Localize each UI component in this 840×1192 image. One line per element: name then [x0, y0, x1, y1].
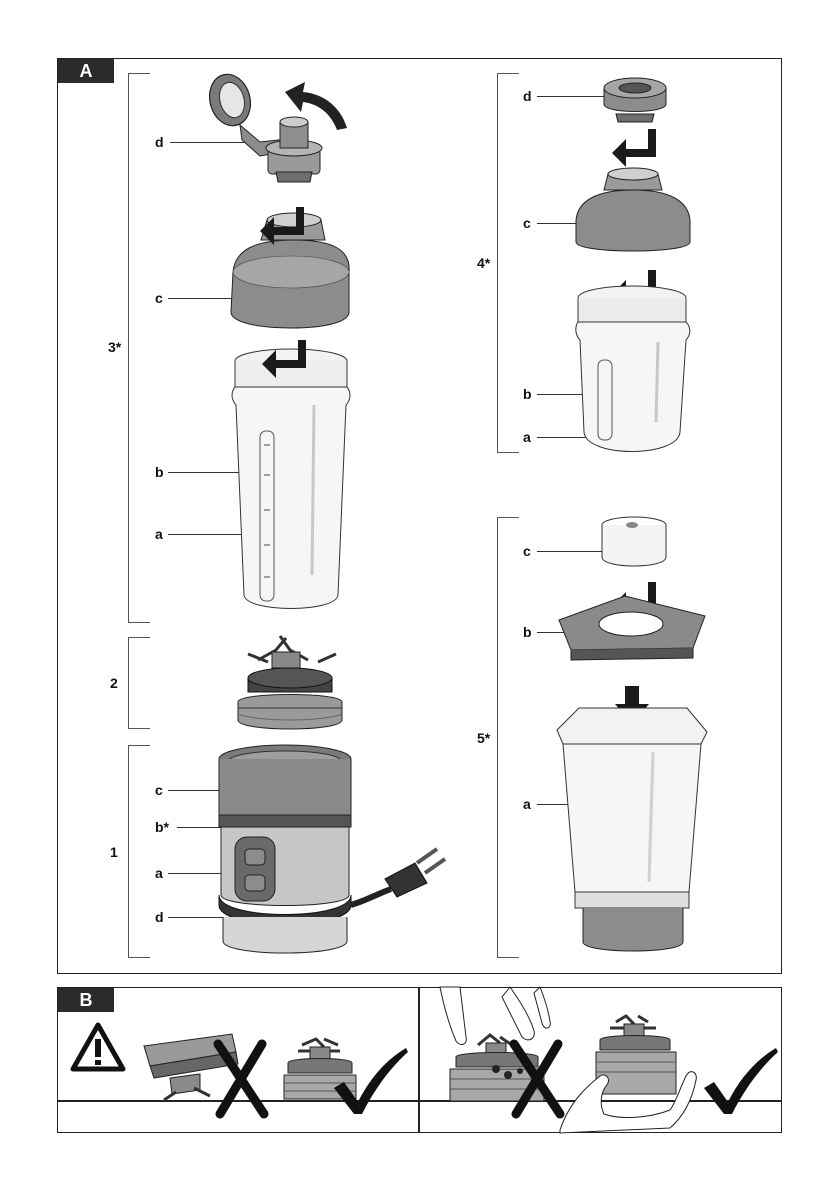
g4-label-c: c	[523, 216, 531, 230]
cross-icon	[508, 1040, 566, 1118]
g3-bottle-drawing	[228, 345, 358, 623]
g1-label-c: c	[155, 783, 163, 797]
step-1-label: 1	[110, 845, 118, 859]
g5-square-cup-drawing	[553, 702, 713, 958]
g3-label-c: c	[155, 291, 163, 305]
step-4-label: 4*	[477, 256, 490, 270]
g2-blade-unit-drawing	[228, 632, 358, 737]
twist-arrow-icon	[258, 205, 308, 250]
g4-cap-drawing	[570, 160, 695, 260]
g4-label-b: b	[523, 387, 532, 401]
g1-motor-base-drawing	[215, 745, 450, 960]
check-icon	[330, 1046, 410, 1116]
check-icon	[700, 1046, 780, 1116]
bracket-step-1	[128, 745, 150, 958]
bracket-step-5	[497, 517, 519, 958]
g5-ring-drawing	[555, 592, 710, 670]
g1-label-b: b*	[155, 820, 169, 834]
g3-label-b: b	[155, 465, 164, 479]
bracket-step-3	[128, 73, 150, 623]
panel-b-tab: B	[58, 988, 114, 1012]
g5-label-b: b	[523, 625, 532, 639]
warning-triangle-icon	[70, 1022, 126, 1072]
bracket-step-4	[497, 73, 519, 453]
rotate-arrow-icon	[275, 80, 355, 140]
step-3-label: 3*	[108, 340, 121, 354]
g5-label-a: a	[523, 797, 531, 811]
step-2-label: 2	[110, 676, 118, 690]
g3-label-a: a	[155, 527, 163, 541]
panel-b-divider	[418, 987, 420, 1133]
cross-icon	[212, 1040, 270, 1118]
step-5-label: 5*	[477, 731, 490, 745]
bracket-step-2	[128, 637, 150, 729]
g1-label-a: a	[155, 866, 163, 880]
g3-label-d: d	[155, 135, 164, 149]
twist-arrow-icon	[260, 338, 310, 383]
g5-insert-drawing	[598, 515, 670, 570]
g1-label-d: d	[155, 910, 164, 924]
g4-label-d: d	[523, 89, 532, 103]
g4-lid-drawing	[600, 70, 670, 125]
b2-hands-hold-base-drawing	[560, 1010, 710, 1133]
g5-label-c: c	[523, 544, 531, 558]
panel-a-tab: A	[58, 59, 114, 83]
g4-label-a: a	[523, 430, 531, 444]
g4-cup-drawing	[572, 282, 694, 457]
